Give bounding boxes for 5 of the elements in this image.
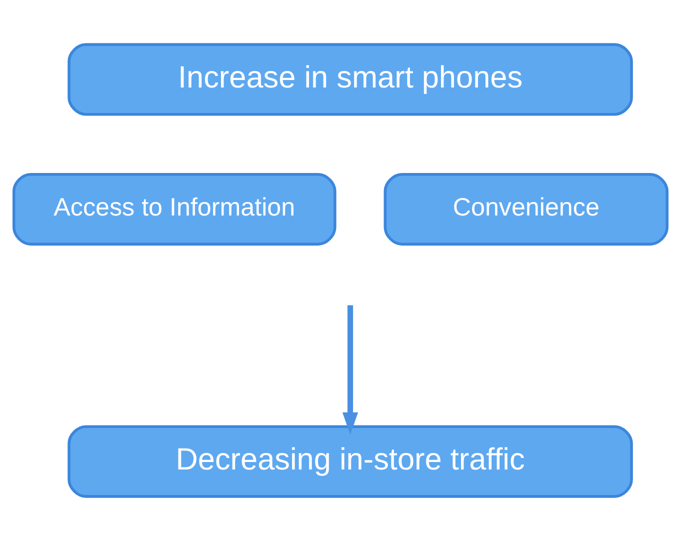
node-box: Increase in smart phones xyxy=(68,43,633,116)
node-box: Convenience xyxy=(384,173,668,246)
arrow xyxy=(342,305,358,435)
node-box: Decreasing in-store traffic xyxy=(68,425,633,498)
node-box: Access to Information xyxy=(12,173,336,246)
